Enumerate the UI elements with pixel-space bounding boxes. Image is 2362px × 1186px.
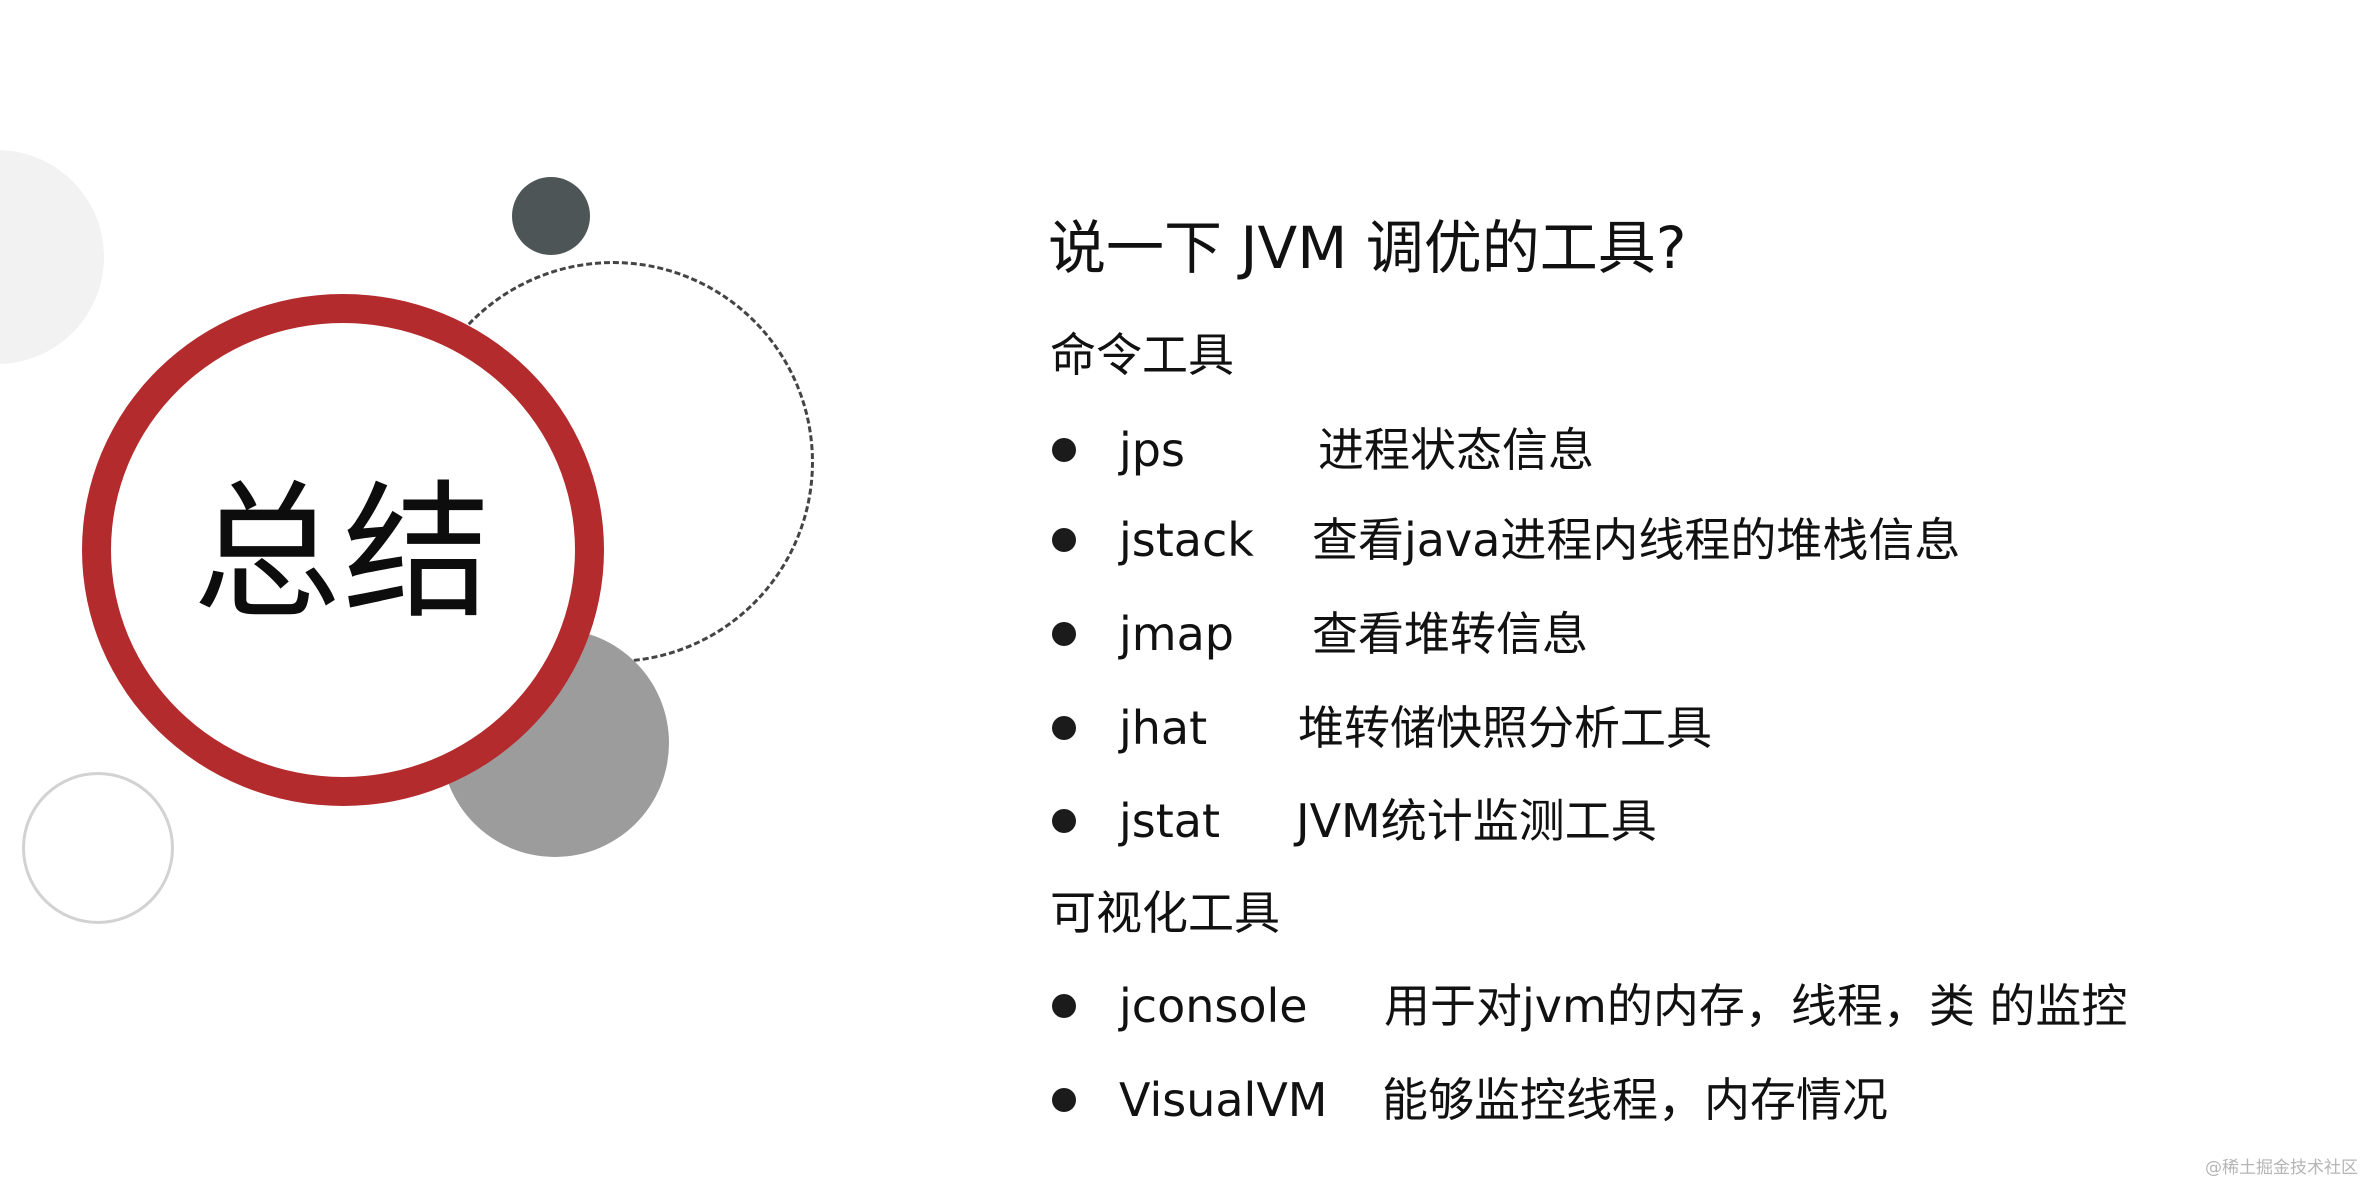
watermark: @稀土掘金技术社区	[2205, 1158, 2358, 1178]
list-item-jstack: jstack 查看java进程内线程的堆栈信息	[1052, 508, 1960, 572]
tool-name: jconsole	[1119, 979, 1308, 1033]
tool-description: 进程状态信息	[1318, 423, 1594, 477]
tool-name: jhat	[1119, 701, 1208, 755]
bullet-icon	[1052, 438, 1076, 462]
list-item-jstat: jstat JVM统计监测工具	[1052, 789, 1657, 853]
decorative-outline-circle	[22, 772, 174, 924]
tool-description: 查看java进程内线程的堆栈信息	[1312, 513, 1961, 567]
tool-name: jstack	[1119, 513, 1254, 567]
bullet-icon	[1052, 622, 1076, 646]
tool-description: JVM统计监测工具	[1296, 794, 1657, 848]
summary-title: 总结	[193, 467, 493, 639]
tool-description: 堆转储快照分析工具	[1298, 701, 1712, 755]
summary-ring: 总结	[82, 294, 604, 806]
list-item-visualvm: VisualVM 能够监控线程，内存情况	[1052, 1068, 1888, 1132]
visual-tools-label: 可视化工具	[1050, 886, 1280, 940]
bullet-icon	[1052, 1088, 1076, 1112]
tool-name: VisualVM	[1119, 1073, 1328, 1127]
tool-name: jstat	[1119, 794, 1221, 848]
list-item-jhat: jhat 堆转储快照分析工具	[1052, 696, 1712, 760]
decorative-faint-circle	[0, 150, 104, 364]
bullet-icon	[1052, 528, 1076, 552]
tool-name: jmap	[1119, 607, 1234, 661]
decorative-dark-circle	[512, 177, 590, 255]
bullet-icon	[1052, 809, 1076, 833]
tool-description: 能够监控线程，内存情况	[1382, 1073, 1888, 1127]
bullet-icon	[1052, 716, 1076, 740]
command-tools-label: 命令工具	[1050, 328, 1234, 382]
question-heading: 说一下 JVM 调优的工具?	[1048, 214, 1687, 282]
bullet-icon	[1052, 994, 1076, 1018]
list-item-jps: jps 进程状态信息	[1052, 418, 1594, 482]
tool-name: jps	[1119, 423, 1185, 477]
tool-description: 用于对jvm的内存，线程，类 的监控	[1384, 979, 2128, 1033]
tool-description: 查看堆转信息	[1312, 607, 1588, 661]
list-item-jmap: jmap 查看堆转信息	[1052, 602, 1588, 666]
list-item-jconsole: jconsole 用于对jvm的内存，线程，类 的监控	[1052, 974, 2127, 1038]
